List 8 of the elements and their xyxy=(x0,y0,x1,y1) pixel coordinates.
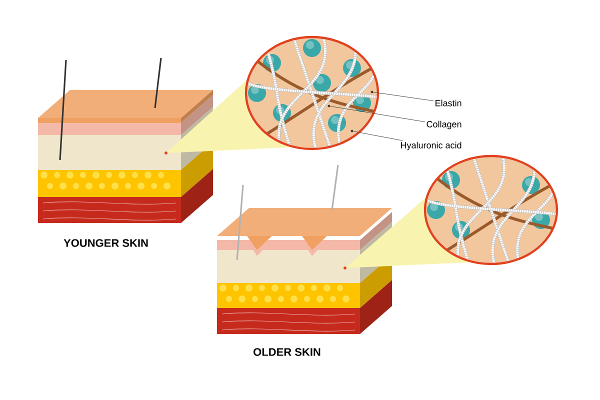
caption: OLDER SKIN xyxy=(254,348,320,356)
part-label: Hyaluronic acid xyxy=(401,142,462,150)
leader-line xyxy=(330,106,426,122)
caption: YOUNGER SKIN xyxy=(64,239,148,247)
part-label: Elastin xyxy=(436,100,462,106)
leader-line xyxy=(373,92,434,102)
part-label: Collagen xyxy=(426,120,462,130)
leader-line xyxy=(353,131,403,141)
